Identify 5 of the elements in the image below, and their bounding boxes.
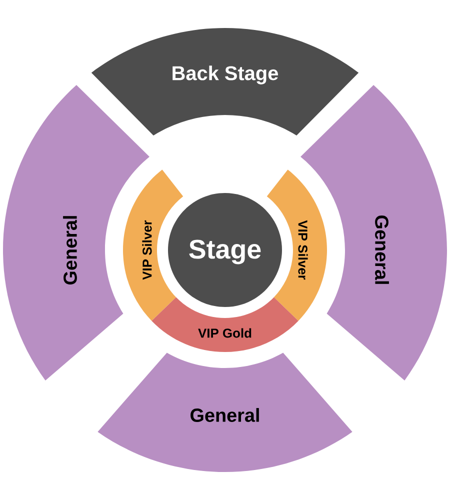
seating-section: General xyxy=(98,352,352,472)
seating-section: VIP Silver xyxy=(266,170,327,321)
back-stage-section: Back Stage xyxy=(91,28,359,136)
seating-section: VIP Gold xyxy=(152,297,298,352)
seating-section: VIP Silver xyxy=(123,170,184,321)
